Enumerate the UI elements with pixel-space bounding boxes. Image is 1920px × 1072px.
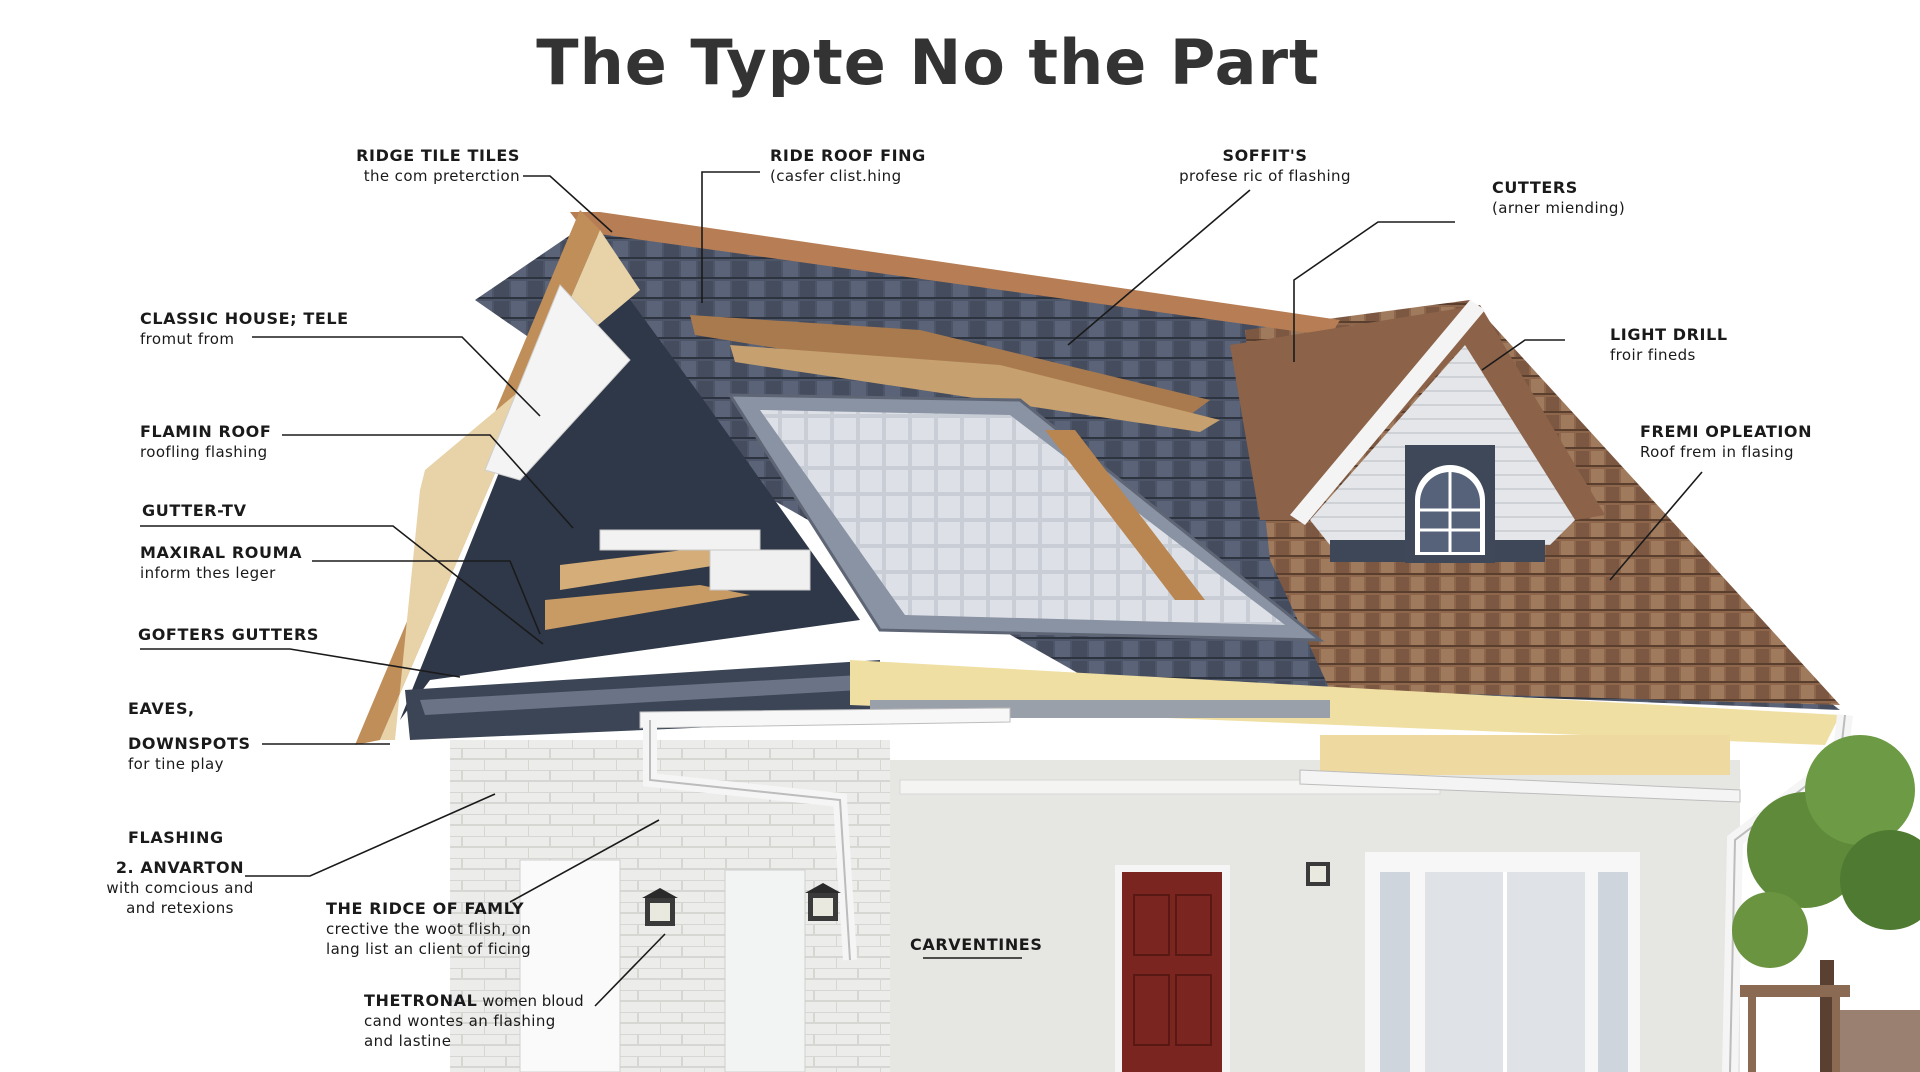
gutter-right bbox=[1299, 769, 1741, 803]
label-ridge-tile-heading: RIDGE TILE TILES bbox=[356, 146, 520, 165]
label-soffits: SOFFIT'S profese ric of flashing bbox=[1150, 146, 1380, 186]
leader-lines bbox=[140, 171, 1703, 1007]
label-maxiral-rouma-heading: MAXIRAL ROUMA bbox=[140, 543, 303, 562]
label-thetronal-heading-rest: women bloud bbox=[477, 992, 584, 1010]
label-ride-roof-sub: (casfer clist.hing bbox=[770, 167, 902, 185]
left-door-frame bbox=[519, 859, 621, 1072]
label-light-drill-sub: froir fineds bbox=[1610, 346, 1696, 364]
label-flamin-roof: FLAMIN ROOF roofling flashing bbox=[140, 422, 271, 462]
label-carventines-heading: CARVENTINES bbox=[910, 935, 1043, 954]
label-flamin-roof-sub: roofling flashing bbox=[140, 443, 268, 461]
insulation-layer-2 bbox=[545, 585, 750, 630]
label-ridge-tile: RIDGE TILE TILES the com preterction bbox=[330, 146, 520, 186]
label-ridce-family: THE RIDCE OF FAMLY crective the woot fli… bbox=[326, 899, 531, 959]
ridge-cap bbox=[570, 212, 1340, 336]
label-eaves: EAVES, bbox=[128, 699, 195, 719]
label-fremi-opleation-sub: Roof frem in flasing bbox=[1640, 443, 1794, 461]
page-title: The Typte No the Part bbox=[536, 26, 1320, 99]
bay-window bbox=[1365, 852, 1640, 1072]
label-downspots-heading: DOWNSPOTS bbox=[128, 734, 251, 753]
label-ridce-family-sub: crective the woot flish, on bbox=[326, 920, 532, 938]
label-classic-house-sub: fromut from bbox=[140, 330, 235, 348]
label-thetronal-heading: THETRONAL bbox=[364, 991, 478, 1010]
label-fremi-opleation: FREMI OPLEATION Roof frem in flasing bbox=[1640, 422, 1812, 462]
label-light-drill: LIGHT DRILL froir fineds bbox=[1610, 325, 1728, 365]
label-classic-house: CLASSIC HOUSE; TELE fromut from bbox=[140, 309, 349, 349]
label-gutter-tv-heading: GUTTER-TV bbox=[142, 501, 247, 520]
roof-panel-batten bbox=[1045, 430, 1205, 600]
label-eaves-heading: EAVES, bbox=[128, 699, 195, 718]
label-classic-house-heading: CLASSIC HOUSE; TELE bbox=[140, 309, 349, 328]
label-anvarton-sub: with comcious and bbox=[106, 879, 254, 897]
label-fremi-opleation-heading: FREMI OPLEATION bbox=[1640, 422, 1813, 441]
label-thetronal-sub2: and lastine bbox=[364, 1032, 452, 1050]
arched-window-icon bbox=[1405, 445, 1495, 563]
wall-lantern-icon bbox=[642, 862, 1330, 926]
label-cutters-sub: (arner miending) bbox=[1492, 199, 1626, 217]
left-gable-fascia-inner bbox=[380, 230, 640, 740]
dormer-roof bbox=[1230, 305, 1605, 520]
eave-assembly-board bbox=[420, 675, 860, 715]
insulation-layer-1 bbox=[560, 548, 750, 590]
label-downspots: DOWNSPOTS for tine play bbox=[128, 734, 251, 774]
label-soffits-sub: profese ric of flashing bbox=[1179, 167, 1351, 185]
label-flashing-heading: FLASHING bbox=[128, 828, 224, 847]
label-carventines: CARVENTINES bbox=[910, 935, 1042, 955]
label-light-drill-heading: LIGHT DRILL bbox=[1610, 325, 1728, 344]
downspout-pipe-outline bbox=[649, 720, 851, 961]
label-anvarton-heading: 2. ANVARTON bbox=[115, 858, 245, 877]
rafter-layer-2 bbox=[730, 345, 1220, 432]
label-gofters-gutters: GOFTERS GUTTERS bbox=[138, 625, 319, 645]
label-ride-roof: RIDE ROOF FING (casfer clist.hing bbox=[770, 146, 926, 186]
label-gofters-gutters-heading: GOFTERS GUTTERS bbox=[138, 625, 320, 644]
label-anvarton: 2. ANVARTON with comcious and and retexi… bbox=[90, 858, 270, 918]
label-maxiral-rouma: MAXIRAL ROUMA inform thes leger bbox=[140, 543, 302, 583]
label-gutter-tv: GUTTER-TV bbox=[142, 501, 247, 521]
label-ridce-family-sub2: lang list an client of ficing bbox=[326, 940, 532, 958]
label-flamin-roof-heading: FLAMIN ROOF bbox=[140, 422, 272, 441]
label-ridge-tile-sub: the com preterction bbox=[363, 167, 520, 185]
label-ridce-family-heading: THE RIDCE OF FAMLY bbox=[326, 899, 525, 918]
white-board-1 bbox=[599, 529, 761, 551]
dormer-roof-edge bbox=[1290, 300, 1485, 525]
white-board-2 bbox=[709, 549, 811, 591]
yellow-soffit-band bbox=[1320, 735, 1730, 775]
yellow-fascia bbox=[850, 660, 1840, 745]
left-gable-attic bbox=[400, 245, 860, 720]
label-flashing: FLASHING bbox=[128, 828, 224, 848]
label-thetronal: THETRONAL women bloud cand wontes an fla… bbox=[364, 991, 584, 1051]
front-door bbox=[1115, 865, 1230, 1072]
label-soffits-heading: SOFFIT'S bbox=[1222, 146, 1308, 165]
label-thetronal-sub: cand wontes an flashing bbox=[364, 1012, 556, 1030]
label-thetronal-line: THETRONAL women bloud bbox=[364, 991, 584, 1011]
left-window-shutter bbox=[724, 869, 806, 1072]
label-cutters-heading: CUTTERS bbox=[1492, 178, 1578, 197]
label-cutters: CUTTERS (arner miending) bbox=[1492, 178, 1625, 218]
left-gable-white-board bbox=[484, 284, 631, 481]
label-downspots-sub: for tine play bbox=[128, 755, 224, 773]
label-ride-roof-heading: RIDE ROOF FING bbox=[770, 146, 926, 165]
pergola bbox=[1740, 985, 1920, 1072]
gutter-left bbox=[639, 707, 1011, 729]
label-anvarton-sub2: and retexions bbox=[126, 899, 234, 917]
label-maxiral-rouma-sub: inform thes leger bbox=[140, 564, 276, 582]
